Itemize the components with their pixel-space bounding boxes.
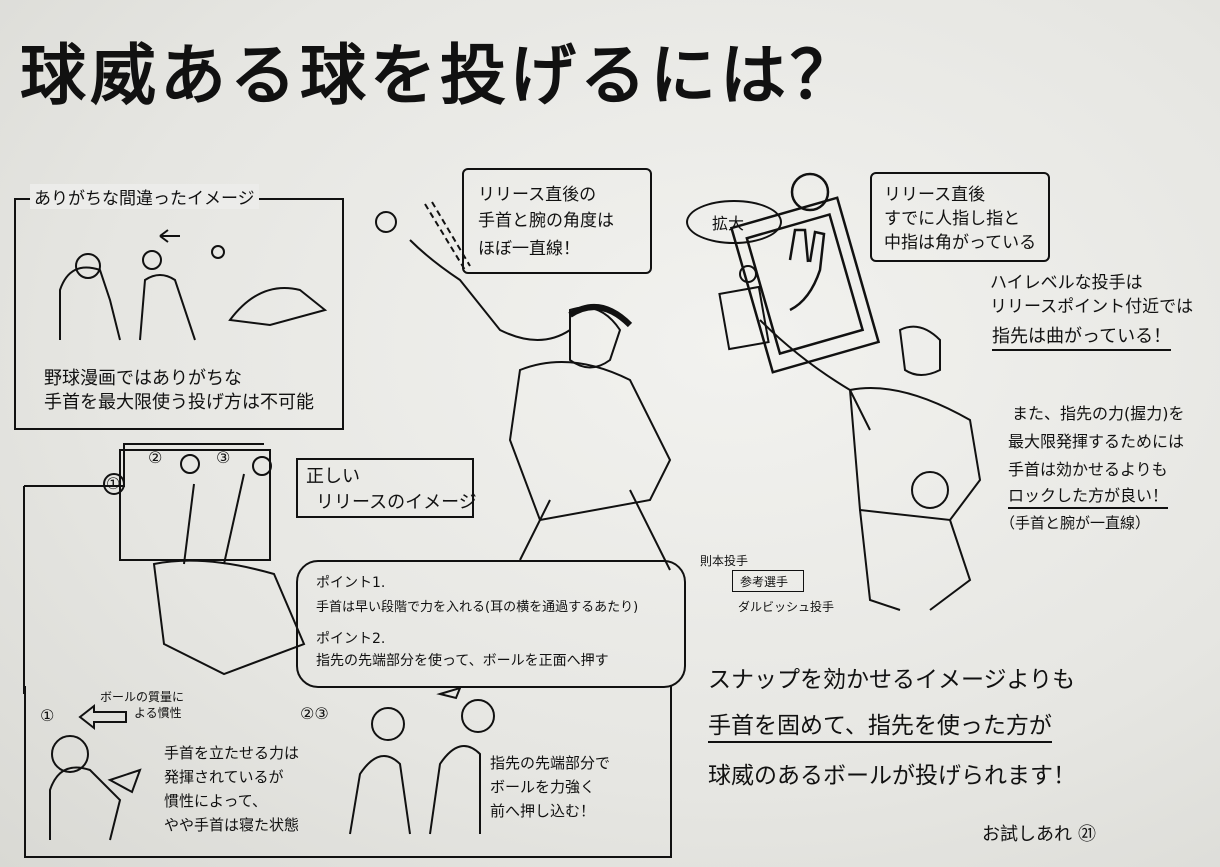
correct-step3: ③ — [216, 448, 231, 467]
grip-note-line2: 最大限発揮するためには — [1008, 432, 1185, 451]
correct-image-frame — [23, 443, 306, 694]
center-pitcher-sketch — [375, 201, 672, 571]
release-bubble-right — [870, 172, 1050, 262]
page-title: 球威ある球を投げるには？ — [20, 37, 860, 114]
high-level-line1: ハイレベルな投手は — [990, 273, 1143, 293]
wrist-text-line4: やや手首は寝た状態 — [164, 816, 300, 834]
magnify-oval — [686, 200, 782, 244]
bottom-hand-sketch-1 — [49, 735, 142, 841]
release-bubble-left-line2: 手首と腕の角度は — [478, 211, 614, 231]
correct-image-label-line1: 正しい — [306, 466, 360, 487]
wrong-image-sketch — [59, 229, 328, 341]
wrong-image-heading: ありがちな間違ったイメージ — [30, 184, 259, 209]
bottom-hand-sketch-23 — [349, 686, 495, 835]
release-bubble-left-line3: ほぼ一直線！ — [478, 239, 580, 259]
correct-step1: ① — [106, 474, 121, 493]
magnified-hand-sketch — [729, 172, 881, 374]
bottom-num1: ① — [40, 706, 55, 725]
release-bubble-right-line3: 中指は角がっている — [884, 233, 1037, 253]
reference-box — [732, 570, 804, 592]
wrist-text-line1: 手首を立たせる力は — [164, 744, 300, 762]
inertia-arrow-icon — [78, 703, 127, 731]
point2-text: 指先の先端部分を使って、ボールを正面へ押す — [316, 653, 609, 669]
point2-title: ポイント2. — [316, 631, 386, 647]
wrong-image-caption-1: 野球漫画ではありがちな — [44, 368, 242, 389]
inertia-label-line1: ボールの質量に — [100, 690, 185, 704]
grip-note-line3: 手首は効かせるよりも — [1008, 460, 1168, 479]
pitcher-left-label: 則本投手 — [700, 554, 749, 568]
signoff-mark: ㉑ — [1078, 824, 1096, 845]
point1-text: 手首は早い段階で力を入れる(耳の横を通過するあたり) — [316, 600, 639, 615]
correct-step2: ② — [148, 448, 163, 467]
correct-image-label-box — [296, 458, 474, 518]
release-bubble-left — [462, 168, 652, 274]
correct-image-label-line2: リリースのイメージ — [316, 492, 477, 513]
pitcher-right-label: ダルビッシュ投手 — [738, 600, 835, 614]
fingertip-line3: 前へ押し込む！ — [490, 802, 596, 820]
fingertip-line2: ボールを力強く — [490, 778, 596, 796]
release-bubble-right-line2: すでに人指し指と — [884, 209, 1021, 229]
wrong-image-caption-2: 手首を最大限使う投げ方は不可能 — [44, 392, 314, 413]
high-level-line2: リリースポイント付近では — [990, 297, 1194, 317]
points-cloud — [296, 560, 686, 688]
fingertip-line1: 指先の先端部分で — [490, 754, 611, 772]
right-pitcher-sketch — [718, 265, 982, 611]
conclusion-line2: 手首を固めて、指先を使った方が — [708, 706, 1052, 743]
grip-note-line4: ロックした方が良い！ — [1008, 482, 1169, 509]
wrist-text-line3: 慣性によって、 — [164, 792, 268, 810]
bottom-num23: ②③ — [300, 704, 329, 723]
grip-note-line1: また、指先の力(握力)を — [1012, 404, 1185, 423]
inertia-label-line2: よる慣性 — [134, 706, 182, 720]
bottom-panel — [24, 686, 672, 858]
wrist-text-line2: 発揮されているが — [164, 768, 284, 786]
point1-title: ポイント1. — [316, 575, 386, 591]
grip-note-line5: （手首と腕が一直線） — [1000, 514, 1151, 532]
magnify-label: 拡大 — [712, 214, 745, 233]
reference-label: 参考選手 — [740, 575, 789, 589]
release-bubble-right-line1: リリース直後 — [884, 185, 986, 205]
conclusion-line1: スナップを効かせるイメージよりも — [708, 667, 1076, 693]
signoff: お試しあれ — [982, 824, 1072, 845]
release-bubble-left-line1: リリース直後の — [478, 185, 597, 205]
high-level-line3: 指先は曲がっている！ — [992, 322, 1172, 351]
conclusion-line3: 球威のあるボールが投げられます！ — [708, 763, 1076, 789]
